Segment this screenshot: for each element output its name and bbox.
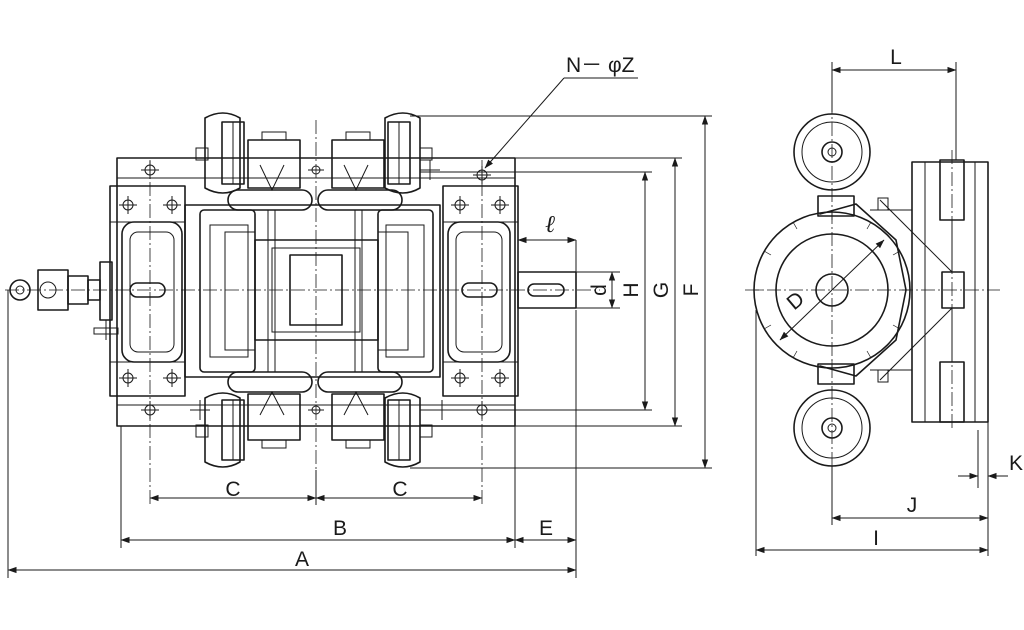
side-view: L D J I K — [745, 46, 1023, 556]
dim-label-f: F — [680, 284, 703, 297]
brake-bands — [227, 189, 403, 393]
front-view: C C B E A ℓ N－ φZ d H G F — [5, 54, 712, 578]
top-actuators — [195, 112, 433, 194]
left-bearing-pedestal — [109, 185, 186, 397]
dim-label-i: I — [873, 527, 879, 550]
dim-label-e: E — [539, 517, 553, 540]
dim-label-d-diameter: D — [783, 287, 809, 314]
side-frame — [817, 159, 989, 423]
base-plate — [116, 157, 516, 427]
coupling-eye — [9, 261, 119, 340]
dim-label-ell: ℓ — [545, 212, 555, 238]
dim-label-b: B — [333, 517, 347, 540]
dim-label-l: L — [890, 46, 902, 69]
bottom-actuators — [195, 390, 433, 468]
dim-label-d: d — [588, 284, 611, 296]
dim-label-h: H — [620, 282, 643, 297]
dim-label-k: K — [1009, 452, 1023, 475]
extension-lines — [7, 115, 712, 578]
dimension-lines — [7, 77, 709, 574]
dim-label-c-right: C — [392, 478, 407, 501]
right-bearing-pedestal — [442, 185, 519, 397]
dim-label-j: J — [907, 494, 918, 517]
dim-label-g: G — [650, 282, 673, 298]
dim-label-nz: N－ φZ — [566, 54, 635, 77]
dim-label-c-left: C — [225, 478, 240, 501]
dim-label-a: A — [295, 548, 309, 571]
brake-drum — [184, 204, 441, 378]
